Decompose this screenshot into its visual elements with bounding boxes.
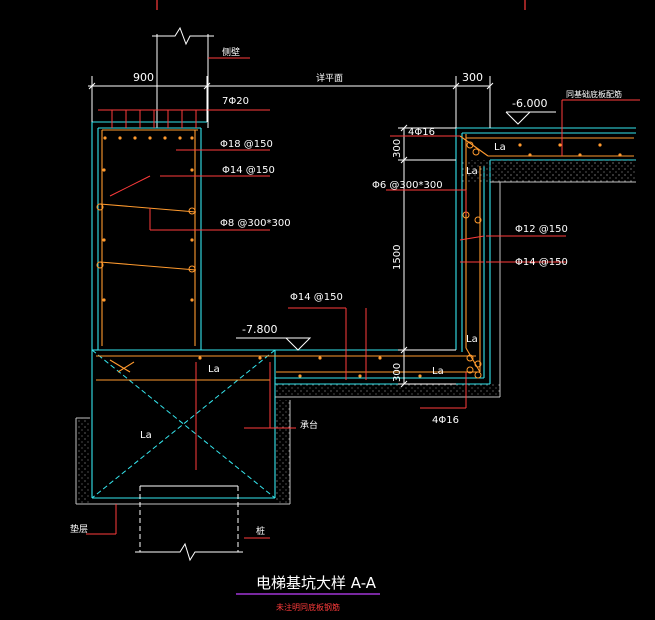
elevation-marker-lower [236,337,312,351]
tag-cushion: 垫层 [70,523,88,535]
la-label-3: La [466,334,478,345]
elevation-upper: -6.000 [512,97,547,110]
rebar-dots [96,136,622,379]
dimension-lines [88,76,494,388]
elevation-marker-upper [505,111,556,125]
drawing-subtitle: 未注明同底板钢筋 [276,602,340,612]
tag-side-wall: 侧壁 [222,46,240,58]
rebar-4phi16-top: 4Φ16 [408,127,435,138]
drawing-title: 电梯基坑大样 A-A [256,574,377,592]
note-same-as-base-slab: 同基础底板配筋 [566,89,622,99]
dim-detail-plan: 详平面 [316,72,343,84]
dim-300-vertical-bottom: 300 [392,363,403,382]
rebar-phi6-300: Φ6 @300*300 [372,180,443,191]
la-label-4: La [432,366,444,377]
left-cushion [75,400,291,505]
tag-pile-cap: 承台 [300,419,318,431]
dim-300-top: 300 [462,71,483,84]
la-label-1: La [494,142,506,153]
rebar-phi14-150-right: Φ14 @150 [515,257,568,268]
rebar-lines [96,129,634,381]
rebar-7phi20: 7Φ20 [222,96,249,107]
la-label-5: La [208,364,220,375]
la-label-6: La [140,430,152,441]
rebar-phi8-300: Φ8 @300*300 [220,218,291,229]
cushion-hatch-lower [275,384,500,397]
la-label-2: La [466,166,478,177]
base-block-cross [91,349,276,499]
pile-outline [135,485,243,562]
rebar-4phi16-bottom: 4Φ16 [432,415,459,426]
dim-1500-vertical: 1500 [392,245,403,270]
rebar-phi14-150-left: Φ14 @150 [222,165,275,176]
rebar-phi12-150: Φ12 @150 [515,224,568,235]
rebar-phi14-150-bottom: Φ14 @150 [290,292,343,303]
rebar-phi18-150: Φ18 @150 [220,139,273,150]
top-bar-leaders [98,109,270,128]
tag-pile: 桩 [256,525,265,537]
leader-lines [86,57,640,539]
structure-outline [91,121,636,499]
dim-300-vertical-top: 300 [392,139,403,158]
column-break-top [152,26,214,128]
dim-900: 900 [133,71,154,84]
elevation-lower: -7.800 [242,323,277,336]
